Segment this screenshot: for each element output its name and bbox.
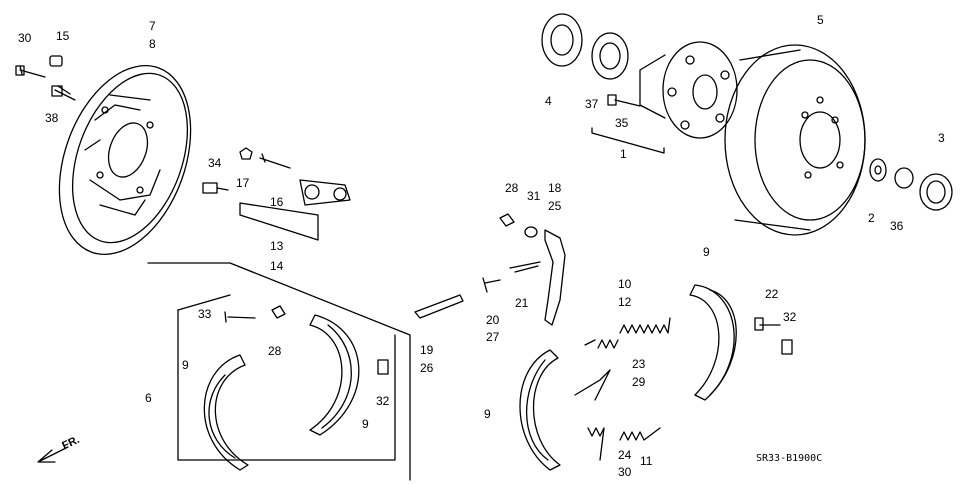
callout-5: 5 [817, 13, 824, 27]
callout-17: 17 [236, 176, 250, 190]
callout-25: 25 [548, 199, 562, 213]
callout-20: 20 [486, 313, 500, 327]
callout-13: 13 [270, 239, 284, 253]
callout-7: 7 [149, 19, 156, 33]
callout-23: 23 [632, 357, 646, 371]
callout-37: 37 [585, 97, 599, 111]
callout-9d: 9 [484, 407, 491, 421]
callout-21: 21 [515, 296, 529, 310]
brake-shoe-icon [519, 284, 737, 471]
callout-30b: 30 [618, 465, 632, 479]
callout-12: 12 [618, 295, 632, 309]
bolt-icon [15, 55, 76, 101]
callout-32b: 32 [376, 394, 390, 408]
callout-19: 19 [420, 343, 434, 357]
callout-32: 32 [783, 310, 797, 324]
callout-10: 10 [618, 277, 632, 291]
callout-4: 4 [545, 94, 552, 108]
callout-8: 8 [149, 37, 156, 51]
return-spring-icon [574, 317, 671, 461]
hub-cap-icon [869, 158, 953, 211]
callout-22: 22 [765, 287, 779, 301]
callout-14: 14 [270, 259, 284, 273]
callout-15: 15 [56, 29, 70, 43]
brake-drum-icon [724, 44, 866, 236]
callout-9b: 9 [182, 358, 189, 372]
callout-16: 16 [270, 195, 284, 209]
hub-bearing-icon [541, 13, 738, 154]
callout-33: 33 [198, 307, 212, 321]
backing-plate-icon [58, 65, 192, 255]
callout-9: 9 [703, 245, 710, 259]
callout-6: 6 [145, 391, 152, 405]
wheel-cylinder-icon [202, 147, 351, 241]
callout-28: 28 [505, 181, 519, 195]
callout-24: 24 [618, 448, 632, 462]
callout-30: 30 [18, 31, 32, 45]
adjuster-icon [414, 213, 566, 326]
brake-shoe-icon-left [203, 305, 360, 471]
callout-11: 11 [640, 454, 653, 468]
pin-icon [754, 317, 793, 355]
callout-1: 1 [620, 147, 627, 161]
callout-3: 3 [938, 131, 945, 145]
callout-18: 18 [548, 181, 562, 195]
callout-34: 34 [208, 156, 222, 170]
diagram-code: SR33-B1900C [756, 453, 823, 464]
callout-31: 31 [527, 189, 541, 203]
callout-29: 29 [632, 375, 646, 389]
callout-27: 27 [486, 330, 500, 344]
callout-38: 38 [45, 111, 59, 125]
callout-26: 26 [420, 361, 434, 375]
callout-9c: 9 [362, 417, 369, 431]
callout-2: 2 [868, 211, 875, 225]
callout-35: 35 [615, 116, 629, 130]
callout-36: 36 [890, 219, 904, 233]
callout-28b: 28 [268, 344, 282, 358]
front-arrow-icon [37, 446, 69, 463]
shoe-assembly-box [147, 262, 411, 481]
